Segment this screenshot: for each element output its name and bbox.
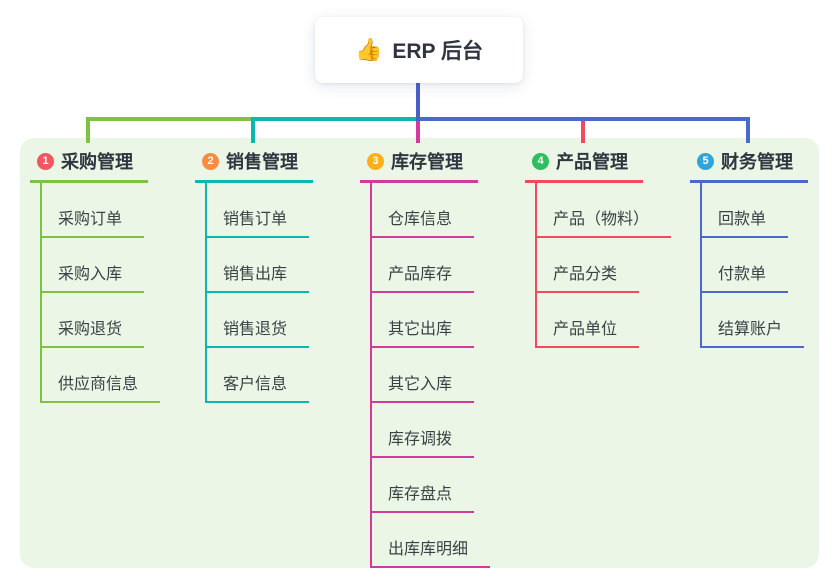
branch-number-badge: 3 bbox=[367, 152, 384, 170]
branch-column: 2 销售管理 销售订单 销售出库 销售退货 客户信息 bbox=[195, 148, 313, 403]
branch-column: 4 产品管理 产品（物料） 产品分类 产品单位 bbox=[525, 148, 672, 348]
branch-node[interactable]: 1 采购管理 bbox=[30, 148, 148, 183]
child-node[interactable]: 客户信息 bbox=[207, 348, 310, 403]
child-label: 产品单位 bbox=[537, 315, 640, 348]
child-node[interactable]: 采购入库 bbox=[42, 238, 160, 293]
child-label: 结算账户 bbox=[702, 315, 805, 348]
child-label: 其它入库 bbox=[372, 370, 475, 403]
child-label: 其它出库 bbox=[372, 315, 475, 348]
child-label: 客户信息 bbox=[207, 370, 310, 403]
child-node[interactable]: 产品分类 bbox=[537, 238, 671, 293]
child-node[interactable]: 采购订单 bbox=[42, 183, 160, 238]
branch-number-badge: 5 bbox=[697, 152, 714, 170]
child-node[interactable]: 供应商信息 bbox=[42, 348, 161, 403]
branch-label: 库存管理 bbox=[391, 152, 463, 172]
branch-children: 销售订单 销售出库 销售退货 客户信息 bbox=[205, 183, 310, 403]
child-label: 采购订单 bbox=[42, 205, 145, 238]
branches-panel bbox=[20, 138, 819, 568]
child-label: 采购退货 bbox=[42, 315, 145, 348]
branch-label: 财务管理 bbox=[721, 152, 793, 172]
child-node[interactable]: 其它出库 bbox=[372, 293, 490, 348]
child-label: 产品库存 bbox=[372, 260, 475, 293]
child-node[interactable]: 出库库明细 bbox=[372, 513, 491, 568]
child-label: 付款单 bbox=[702, 260, 789, 293]
branch-children: 回款单 付款单 结算账户 bbox=[700, 183, 805, 348]
branch-column: 1 采购管理 采购订单 采购入库 采购退货 供应商信息 bbox=[30, 148, 161, 403]
thumbs-up-icon: 👍 bbox=[354, 37, 383, 62]
child-node[interactable]: 库存调拨 bbox=[372, 403, 490, 458]
child-label: 库存盘点 bbox=[372, 480, 475, 513]
root-label: ERP 后台 bbox=[392, 40, 484, 63]
child-label: 供应商信息 bbox=[42, 370, 161, 403]
branch-node[interactable]: 3 库存管理 bbox=[360, 148, 478, 183]
child-label: 仓库信息 bbox=[372, 205, 475, 238]
root-node[interactable]: 👍 ERP 后台 bbox=[315, 17, 523, 83]
child-label: 销售订单 bbox=[207, 205, 310, 238]
child-node[interactable]: 采购退货 bbox=[42, 293, 160, 348]
child-node[interactable]: 销售订单 bbox=[207, 183, 310, 238]
child-node[interactable]: 产品库存 bbox=[372, 238, 490, 293]
child-label: 销售退货 bbox=[207, 315, 310, 348]
child-node[interactable]: 付款单 bbox=[702, 238, 804, 293]
branch-number-badge: 2 bbox=[202, 152, 219, 170]
child-label: 回款单 bbox=[702, 205, 789, 238]
child-node[interactable]: 回款单 bbox=[702, 183, 804, 238]
child-node[interactable]: 其它入库 bbox=[372, 348, 490, 403]
child-label: 产品（物料） bbox=[537, 205, 672, 238]
child-node[interactable]: 产品（物料） bbox=[537, 183, 672, 238]
branch-children: 仓库信息 产品库存 其它出库 其它入库 库存调拨 库存盘点 出库库明细 bbox=[370, 183, 491, 568]
child-label: 销售出库 bbox=[207, 260, 310, 293]
child-node[interactable]: 库存盘点 bbox=[372, 458, 490, 513]
child-node[interactable]: 产品单位 bbox=[537, 293, 671, 348]
branch-children: 产品（物料） 产品分类 产品单位 bbox=[535, 183, 672, 348]
branch-column: 3 库存管理 仓库信息 产品库存 其它出库 其它入库 库存调拨 库存盘点 出库库… bbox=[360, 148, 491, 568]
branch-label: 产品管理 bbox=[556, 152, 628, 172]
child-node[interactable]: 销售出库 bbox=[207, 238, 310, 293]
child-label: 产品分类 bbox=[537, 260, 640, 293]
branch-label: 销售管理 bbox=[226, 152, 298, 172]
child-node[interactable]: 仓库信息 bbox=[372, 183, 490, 238]
branch-node[interactable]: 2 销售管理 bbox=[195, 148, 313, 183]
branch-label: 采购管理 bbox=[61, 152, 133, 172]
branch-node[interactable]: 5 财务管理 bbox=[690, 148, 808, 183]
child-label: 出库库明细 bbox=[372, 535, 491, 568]
child-label: 库存调拨 bbox=[372, 425, 475, 458]
child-node[interactable]: 销售退货 bbox=[207, 293, 310, 348]
child-label: 采购入库 bbox=[42, 260, 145, 293]
branch-number-badge: 4 bbox=[532, 152, 549, 170]
branch-node[interactable]: 4 产品管理 bbox=[525, 148, 643, 183]
branch-number-badge: 1 bbox=[37, 152, 54, 170]
child-node[interactable]: 结算账户 bbox=[702, 293, 805, 348]
branch-children: 采购订单 采购入库 采购退货 供应商信息 bbox=[40, 183, 161, 403]
branch-column: 5 财务管理 回款单 付款单 结算账户 bbox=[690, 148, 808, 348]
